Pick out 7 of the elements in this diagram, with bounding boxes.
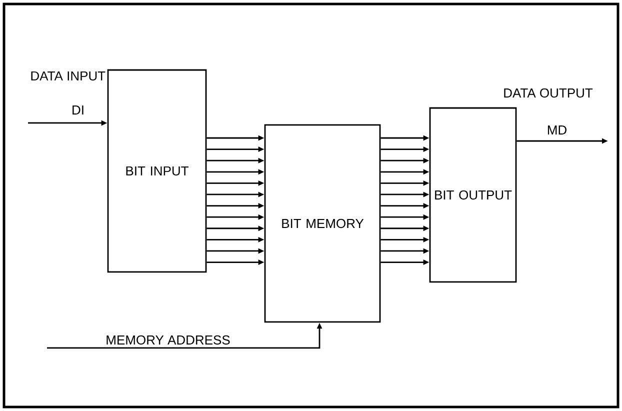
edge-label: MD (548, 126, 566, 134)
block-box: BIT INPUT (107, 69, 207, 273)
edge-label: MEMORY ADDRESS (106, 335, 230, 345)
block-box: BIT OUTPUT (429, 107, 517, 283)
edge-label: DI (72, 106, 84, 114)
signal-label: DATA OUTPUT (504, 88, 593, 98)
block-box: BIT MEMORY (264, 124, 381, 323)
